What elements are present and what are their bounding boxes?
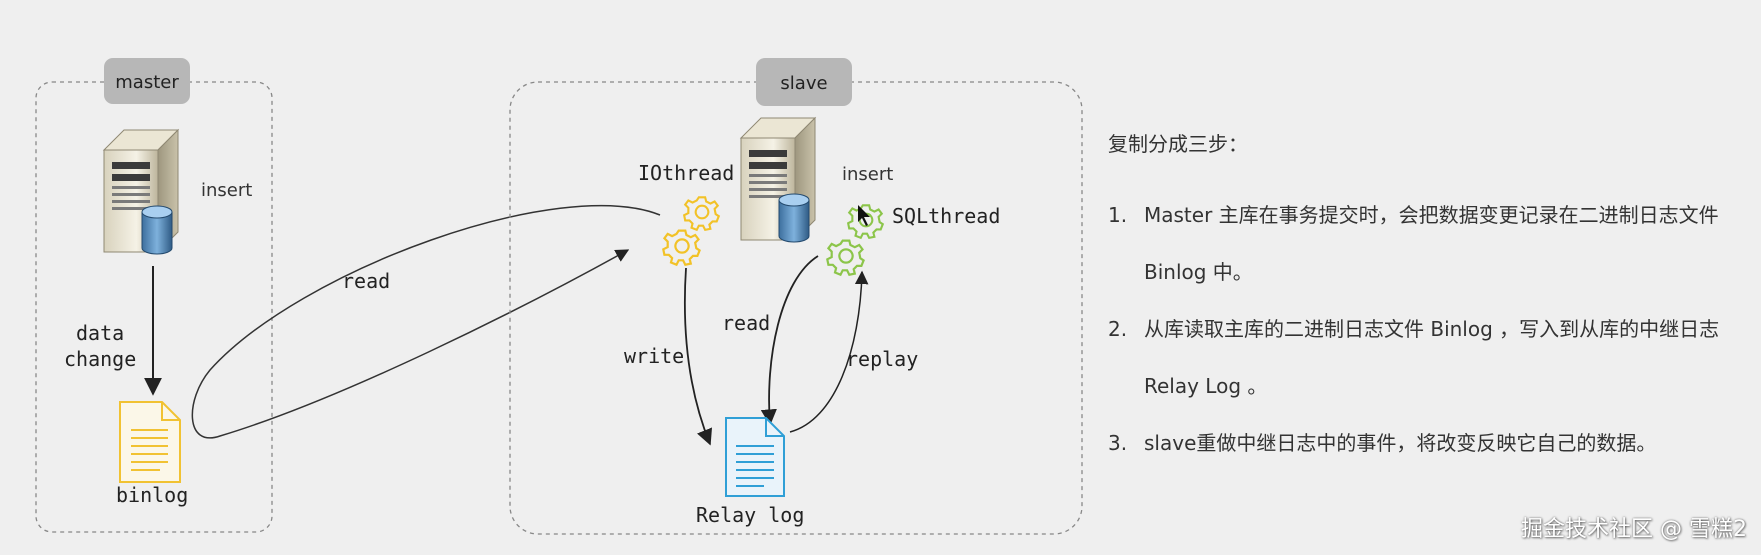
sqlthread-label: SQLthread bbox=[892, 204, 1000, 228]
binlog-read-arrow bbox=[191, 204, 661, 439]
step-number: 2. bbox=[1108, 317, 1128, 341]
master-tag bbox=[104, 58, 190, 104]
relay-log-document-icon bbox=[725, 417, 785, 497]
step-text: slave重做中继日志中的事件，将改变反映它自己的数据。 bbox=[1144, 431, 1657, 455]
iothread-gears-icon bbox=[662, 196, 720, 266]
replication-steps-notes: 复制分成三步： 1. Master 主库在事务提交时，会把数据变更记录在二进制日… bbox=[1108, 128, 1748, 472]
step-text: 从库读取主库的二进制日志文件 Binlog ，写入到从库的中继日志 Relay … bbox=[1144, 317, 1720, 398]
step-number: 3. bbox=[1108, 431, 1128, 455]
slave-server-label: insert bbox=[842, 164, 893, 185]
data-change-label-1: data bbox=[76, 321, 124, 345]
data-change-label-2: change bbox=[64, 347, 136, 371]
step-number: 1. bbox=[1108, 203, 1128, 227]
cursor-icon bbox=[858, 205, 870, 226]
slave-server-icon bbox=[740, 117, 816, 243]
relay-log-label: Relay log bbox=[696, 503, 804, 527]
write-arrow bbox=[683, 267, 713, 446]
sqlthread-gears-icon bbox=[826, 204, 884, 276]
master-server-label: insert bbox=[201, 180, 252, 201]
step-item: 2. 从库读取主库的二进制日志文件 Binlog ，写入到从库的中继日志 Rel… bbox=[1108, 301, 1748, 415]
step-item: 1. Master 主库在事务提交时，会把数据变更记录在二进制日志文件 Binl… bbox=[1108, 187, 1748, 301]
iothread-label: IOthread bbox=[638, 161, 734, 185]
relay-read-label: read bbox=[722, 311, 770, 335]
master-server-icon bbox=[103, 129, 179, 255]
notes-heading: 复制分成三步： bbox=[1108, 132, 1248, 156]
replay-label: replay bbox=[846, 347, 918, 371]
step-text: Master 主库在事务提交时，会把数据变更记录在二进制日志文件 Binlog … bbox=[1144, 203, 1719, 284]
steps-list: 1. Master 主库在事务提交时，会把数据变更记录在二进制日志文件 Binl… bbox=[1108, 187, 1748, 472]
slave-tag bbox=[756, 58, 852, 106]
write-label: write bbox=[624, 344, 684, 368]
relay-read-arrow bbox=[760, 255, 819, 426]
binlog-document-icon bbox=[119, 401, 181, 483]
cross-read-label: read bbox=[342, 269, 390, 293]
binlog-label: binlog bbox=[116, 483, 188, 507]
step-item: 3. slave重做中继日志中的事件，将改变反映它自己的数据。 bbox=[1108, 415, 1748, 472]
replay-arrow bbox=[789, 270, 869, 433]
slave-title: slave bbox=[780, 73, 827, 94]
watermark: 掘金技术社区 @ 雪糕2 bbox=[1521, 517, 1747, 542]
master-title: master bbox=[115, 72, 179, 93]
